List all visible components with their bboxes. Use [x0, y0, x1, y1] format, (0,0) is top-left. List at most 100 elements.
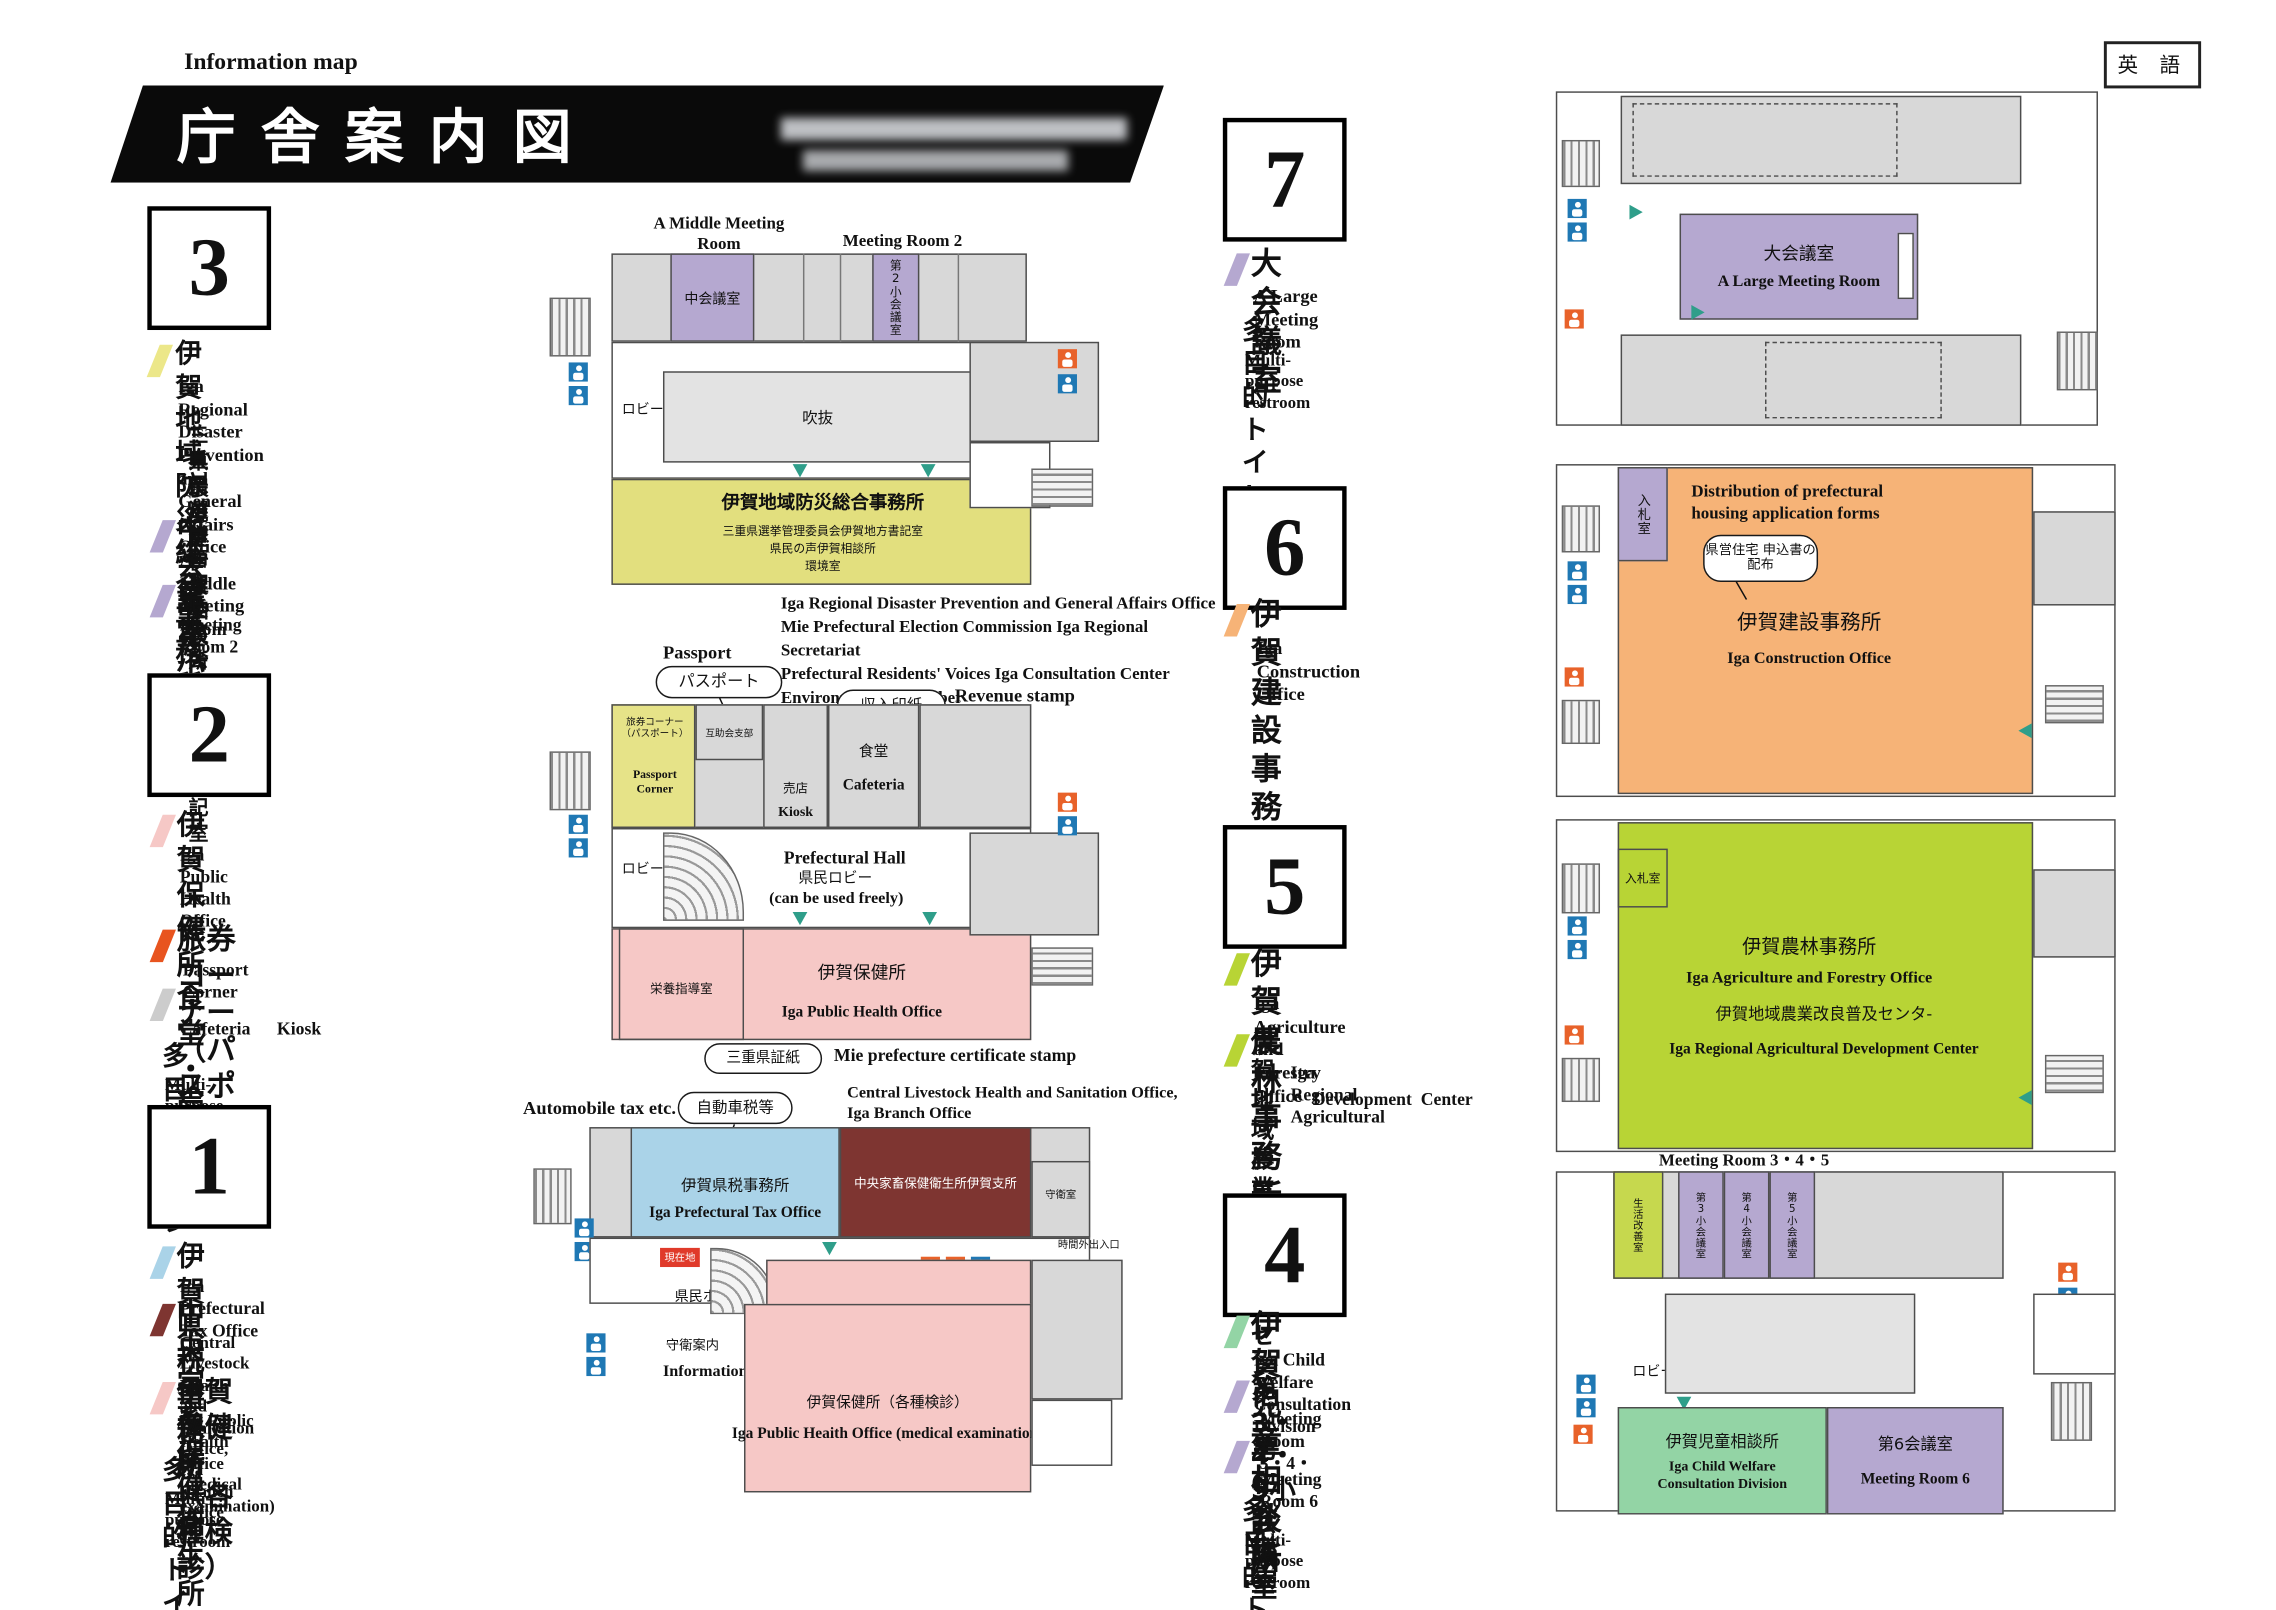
accessible-restroom-icon: [1564, 667, 1584, 687]
agri-en: Iga Agriculture and Forestry Office: [1686, 969, 1933, 988]
hall-note: (can be used freely): [769, 889, 904, 908]
legend-center-en2: Development Center: [1312, 1088, 1473, 1110]
child-welfare-jp: 伊賀児童相談所: [1665, 1432, 1780, 1452]
plan-label-revenue-stamp: Revenue stamp: [954, 685, 1075, 706]
room-sub3: 環境室: [805, 559, 841, 574]
legend-health-jp: 伊賀保健所: [176, 808, 205, 982]
legend-m345-en: Meeting Room 3・4・5: [1259, 1408, 1322, 1496]
room-title: 伊賀地域防災総合事務所: [721, 490, 925, 513]
room-row: [1620, 95, 2022, 185]
accessible-restroom-icon: [1564, 309, 1584, 329]
restroom-icon: [586, 1356, 606, 1377]
floor4-number: 4: [1222, 1193, 1347, 1318]
agri-jp: 伊賀農林事務所: [1742, 937, 1877, 960]
room-block: [2033, 1293, 2116, 1375]
legend-wc-jp: 多目的トイレ: [1241, 315, 1269, 512]
legend-color-mark: [149, 1381, 176, 1415]
legend-sub3: 環境 室: [188, 477, 209, 551]
health-room-upper: [766, 1259, 1032, 1307]
tax-en: Iga Prefectural Tax Office: [649, 1205, 822, 1222]
health-jp: 伊賀保健所（各種検診）: [806, 1395, 969, 1412]
stairs-icon: [1031, 947, 1094, 986]
restroom-icon: [1567, 939, 1587, 960]
podium: [1897, 232, 1914, 300]
legend-color-mark: [146, 344, 174, 378]
housing-forms-bubble: 県営住宅 申込書の配布: [1703, 534, 1819, 582]
middle-meeting-room: 中会議室: [670, 253, 755, 342]
agriculture-office-room: [1617, 822, 2034, 1150]
legend-livestock-en: Central Livestock Health and Sanitation …: [179, 1334, 255, 1522]
wall-line: [839, 253, 842, 342]
restroom-icon: [586, 1333, 606, 1353]
restroom-icon: [1567, 222, 1587, 242]
passport-bubble: パスポート: [655, 665, 783, 699]
legend-middle-en: A Middle Meeting Room: [179, 549, 245, 640]
you-are-here-badge: 現在地: [660, 1247, 700, 1268]
certificate-stamp-bubble: 三重県証紙: [704, 1043, 823, 1075]
stairs-icon: [2044, 1054, 2104, 1094]
stairs-icon: [2044, 685, 2104, 724]
floor5-number: 5: [1222, 825, 1347, 949]
floor1-plan: Automobile tax etc. 自動車税等 Central Livest…: [516, 1083, 1223, 1554]
guard-room: [1031, 1160, 1091, 1238]
legend-m345-jp: 第3・4・5小会議室: [1250, 1374, 1296, 1605]
entrance-arrow-icon: [922, 911, 938, 926]
restroom-icon: [568, 386, 588, 406]
legend-wc-en: Multi-purpose restroom: [1244, 1532, 1311, 1593]
restroom-icon: [1567, 198, 1587, 219]
nutrition-label: 栄養指導室: [650, 982, 713, 998]
floor2-number: 2: [147, 673, 272, 798]
legend-m6-en: Meeting Room 6: [1259, 1468, 1322, 1512]
construction-office-room: [1617, 467, 2034, 795]
construction-en: Iga Construction Office: [1727, 649, 1892, 668]
restroom-icon: [1057, 816, 1077, 836]
meeting-room-6: [1826, 1407, 2004, 1515]
legend-color-mark: [149, 584, 176, 618]
stairs-icon: [1561, 863, 1601, 914]
entrance-arrow-icon: [2018, 723, 2032, 739]
room-block: [969, 832, 1100, 936]
legend-large-jp: 大会議室: [1250, 246, 1282, 398]
legend-wc-en: Multi-purpose restroom: [165, 1490, 231, 1552]
legend-cafe-en: Cafeteria Kiosk: [179, 1018, 322, 1039]
room-block: [1664, 1293, 1916, 1394]
restroom-icon: [1576, 1398, 1596, 1418]
certificate-stamp-label: Mie prefecture certificate stamp: [833, 1044, 1077, 1066]
legend-tax-jp: 伊賀県税事務所: [176, 1240, 205, 1483]
kiosk-en: Kiosk: [778, 805, 814, 821]
lobby-label: ロビー: [621, 402, 664, 419]
tax-office-room: [630, 1127, 840, 1238]
plan-label-345: Meeting Room 3・4・5: [1658, 1152, 1830, 1170]
restroom-icon: [1567, 584, 1587, 605]
legend-color-mark: [149, 929, 176, 963]
legend-color-mark: [1223, 253, 1251, 286]
child-welfare-room: [1617, 1407, 1827, 1515]
stairs-icon: [2050, 1381, 2093, 1441]
passport-corner-room: 旅券コーナー （パスポート） Passport Corner: [611, 704, 696, 828]
page-title: 庁舎案内図: [176, 104, 597, 173]
stairs-icon: [549, 751, 591, 811]
plan-label-middle-meeting: A Middle Meeting Room: [653, 215, 785, 254]
entrance-arrow-icon: [2018, 1090, 2032, 1105]
floor4-plan: Meeting Room 3・4・5 生活改善室 第3小会議室 第4小会議室 第…: [1544, 1146, 2122, 1517]
lobby-label: ロビー: [621, 861, 664, 879]
floor6-plan: 入札室 Distribution of prefectural housing …: [1544, 446, 2122, 800]
meeting-room-5: 第5小会議室: [1769, 1171, 1816, 1279]
stairs-icon: [1561, 505, 1601, 553]
large-meeting-room: [1679, 213, 1919, 320]
floor7-number: 7: [1222, 117, 1347, 242]
hall-en: Prefectural Hall: [783, 847, 906, 868]
entrance-arrow-icon: [792, 464, 808, 478]
accessible-restroom-icon: [2058, 1262, 2078, 1282]
center-jp: 伊賀地域農業改良普及センタ-: [1715, 1004, 1933, 1024]
entrance-arrow-icon: [1629, 204, 1643, 220]
legend-health-en: Iga Public Health Office: [179, 844, 231, 932]
legend-health-en: Iga Public Health Office (medical examin…: [179, 1412, 275, 1516]
livestock-room: 中央家畜保健衛生所伊賀支所: [839, 1127, 1032, 1238]
legend-color-mark: [149, 988, 176, 1021]
room-sub1: 三重県選挙管理委員会伊賀地方書記室: [722, 524, 924, 538]
room-block: [1031, 1399, 1113, 1466]
restroom-icon: [574, 1241, 594, 1262]
legend-wc-jp: 多目的トイレ: [162, 1455, 189, 1610]
